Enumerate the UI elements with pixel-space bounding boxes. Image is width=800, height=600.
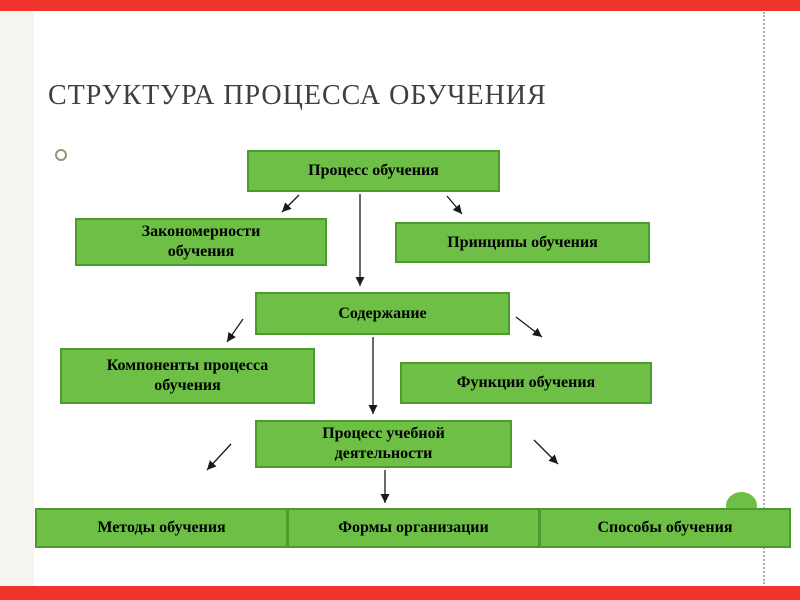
arrow-activity-to-methods	[206, 443, 232, 471]
top-red-bar	[0, 0, 800, 11]
node-process: Процесс обучения	[247, 150, 500, 192]
arrow-content-to-components	[226, 318, 244, 343]
node-content: Содержание	[255, 292, 510, 335]
node-patterns: Закономерности обучения	[75, 218, 327, 266]
bullet-ring-icon	[55, 149, 67, 161]
node-components: Компоненты процесса обучения	[60, 348, 315, 404]
arrow-process-to-principles	[446, 195, 463, 215]
arrow-content-to-functions	[515, 316, 543, 338]
node-learning-activity: Процесс учебной деятельности	[255, 420, 512, 468]
arrow-activity-to-ways	[533, 439, 559, 465]
node-principles: Принципы обучения	[395, 222, 650, 263]
node-forms: Формы организации	[287, 508, 540, 548]
left-margin-strip	[0, 0, 34, 600]
bottom-red-bar	[0, 586, 800, 600]
right-dotted-line	[763, 12, 765, 584]
node-methods: Методы обучения	[35, 508, 288, 548]
node-functions: Функции обучения	[400, 362, 652, 404]
arrow-process-to-patterns	[281, 194, 300, 213]
slide-title: СТРУКТУРА ПРОЦЕССА ОБУЧЕНИЯ	[48, 80, 547, 111]
node-ways: Способы обучения	[539, 508, 791, 548]
